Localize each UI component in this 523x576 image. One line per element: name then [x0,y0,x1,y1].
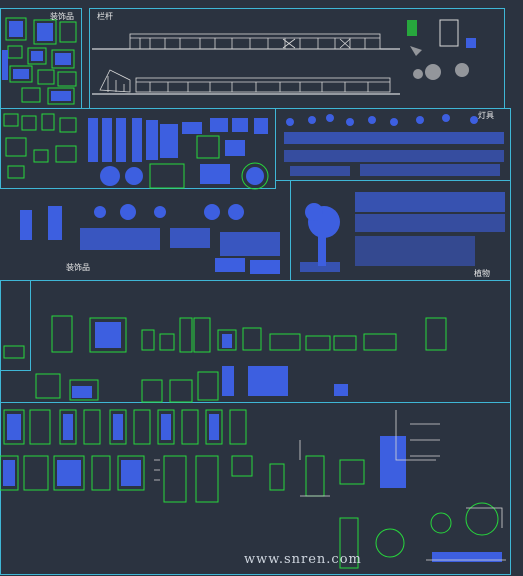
furniture-top [3,113,269,190]
door-fills [3,414,502,562]
ornaments [407,19,476,80]
cabinet-fills [72,322,348,398]
decor-mid-icons [20,204,280,274]
cabinets [3,315,447,403]
watermark: www.snren.com [244,552,362,567]
decor-frames [5,17,77,105]
label-plants: 植物 [474,269,490,278]
label-decor-top: 装饰品 [50,12,74,21]
lamp-icons [284,114,504,176]
frame-doors [0,402,511,575]
doors [0,409,499,569]
furniture-top-fills [88,118,268,186]
decor-fills [2,21,71,101]
label-railing: 栏杆 [97,12,113,21]
label-lamps: 灯具 [478,111,494,120]
railing-drawings [99,33,391,93]
label-decor-mid: 装饰品 [66,263,90,272]
frame-left-small [0,280,31,371]
plant-icons [300,192,505,272]
detail-drawings [154,410,506,561]
